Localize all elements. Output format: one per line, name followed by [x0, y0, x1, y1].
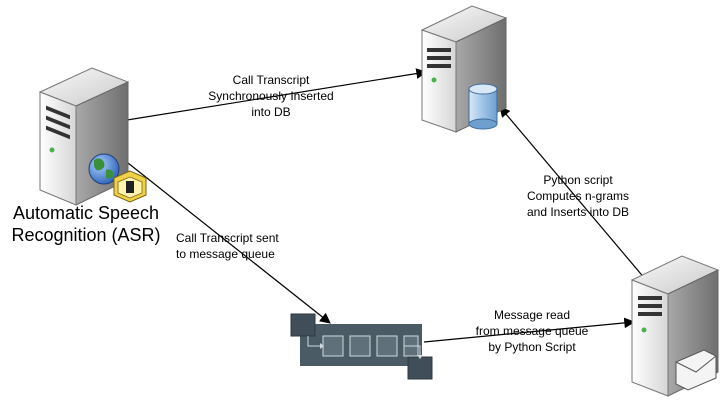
asr-server-icon: [38, 67, 130, 206]
edge-asr-queue-line-2: to message queue: [176, 247, 275, 261]
asr-label-line-1: Automatic Speech: [12, 203, 160, 223]
edge-label-queue-to-python: Message read from message queue by Pytho…: [462, 307, 602, 355]
edge-python-to-db: [499, 106, 647, 281]
edge-python-db-line-3: and Inserts into DB: [526, 205, 630, 219]
edge-asr-queue-line-1: Call Transcript sent: [176, 231, 279, 245]
edge-asr-to-queue: [127, 162, 331, 324]
edge-label-python-to-db: Python script Computes n-grams and Inser…: [514, 172, 642, 220]
globe-icon: [88, 153, 120, 185]
edge-label-asr-to-db: Call Transcript Synchronously Inserted i…: [196, 72, 346, 120]
edge-label-asr-to-queue: Call Transcript sent to message queue: [176, 230, 306, 262]
edge-queue-python-line-2: from message queue: [475, 324, 589, 338]
edge-asr-db-line-2: Synchronously Inserted: [208, 89, 334, 103]
asr-node-label: Automatic Speech Recognition (ASR): [6, 202, 166, 246]
edge-python-db-line-2: Computes n-grams: [526, 189, 630, 203]
edge-asr-db-line-1: Call Transcript: [232, 73, 310, 87]
asr-label-line-2: Recognition (ASR): [11, 225, 161, 245]
edge-asr-to-db: [126, 68, 428, 121]
envelope-icon: [675, 349, 717, 391]
folder-icon: [113, 170, 147, 203]
edge-asr-db-line-3: into DB: [251, 105, 291, 119]
edge-queue-python-line-3: by Python Script: [488, 340, 576, 354]
edge-python-db-line-1: Python script: [543, 173, 613, 187]
edge-queue-to-python: [423, 317, 636, 343]
database-cylinder-icon: [468, 83, 498, 130]
message-queue-icon: [290, 313, 433, 380]
edge-queue-python-line-1: Message read: [493, 308, 571, 322]
